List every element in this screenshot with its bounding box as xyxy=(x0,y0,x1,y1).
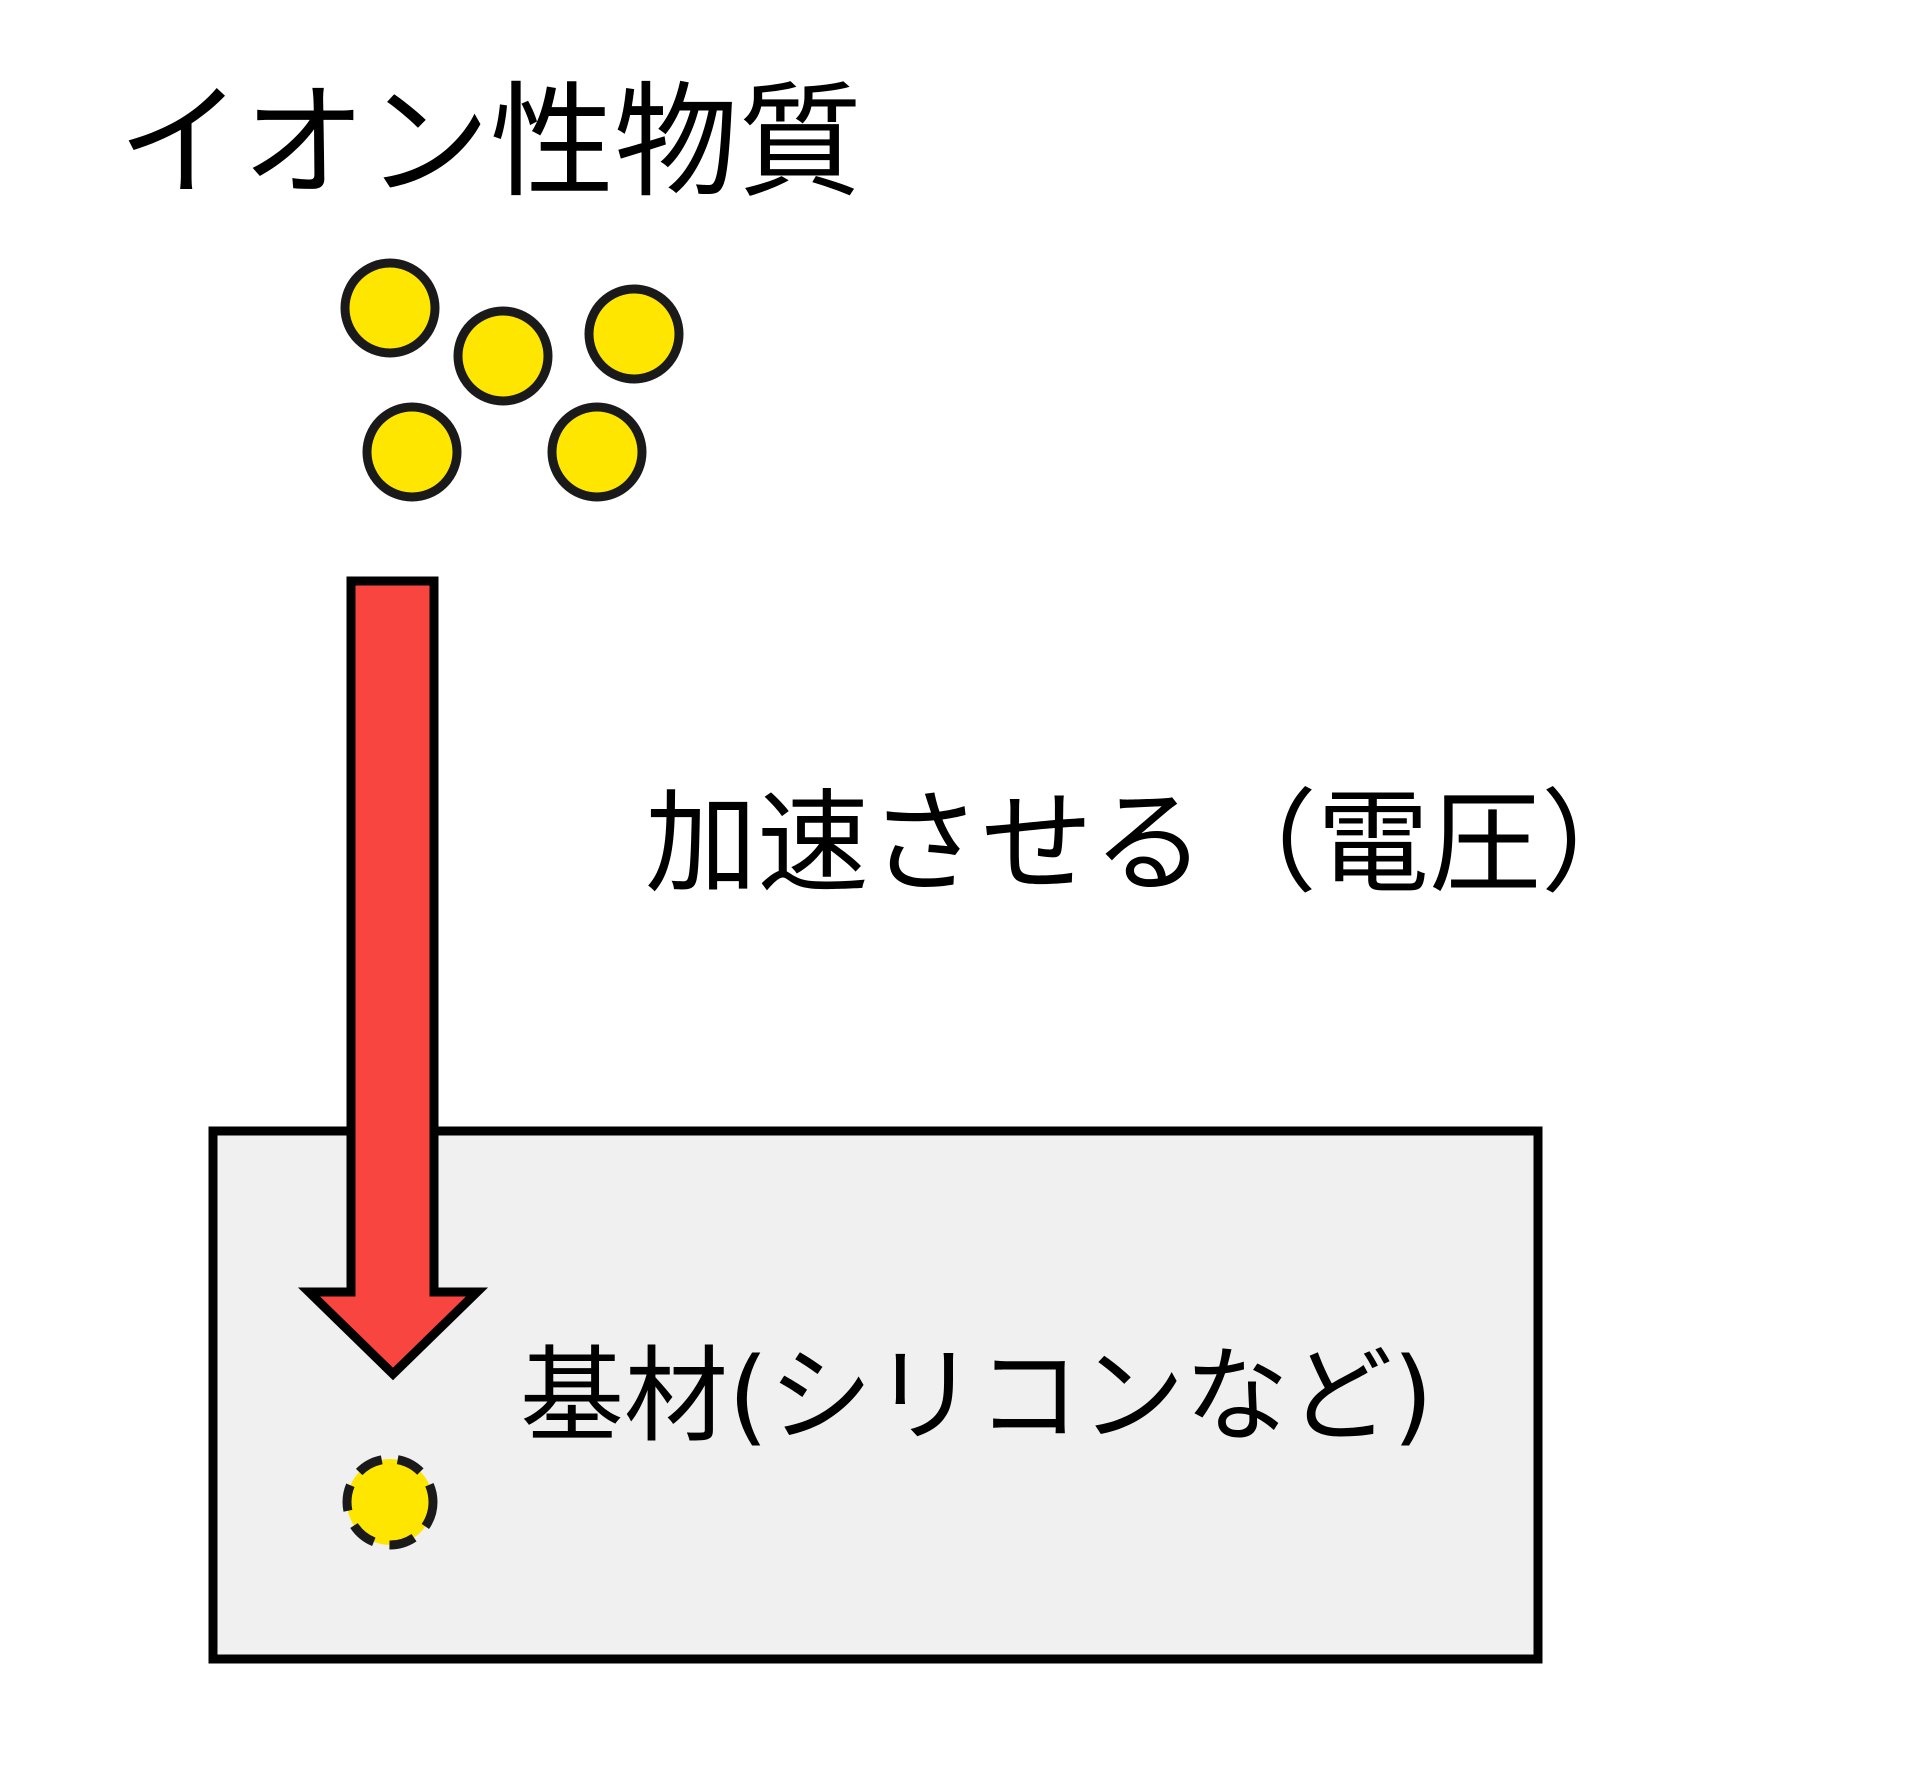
acceleration-voltage-label: 加速させる（電圧） xyxy=(645,779,1653,909)
acceleration-arrow xyxy=(297,576,489,1381)
ion-particle xyxy=(547,402,647,502)
embedded-ion-group xyxy=(342,1454,438,1550)
ion-particle xyxy=(340,258,440,358)
ionic-substance-title: イオン性物質 xyxy=(118,71,862,215)
implanted-ion-particle xyxy=(342,1454,438,1550)
ion-particle xyxy=(453,306,553,406)
ion-particle xyxy=(362,402,462,502)
substrate-material-label: 基材(シリコンなど) xyxy=(520,1335,1433,1457)
ion-particle-group xyxy=(340,258,684,502)
ion-particle xyxy=(584,284,684,384)
